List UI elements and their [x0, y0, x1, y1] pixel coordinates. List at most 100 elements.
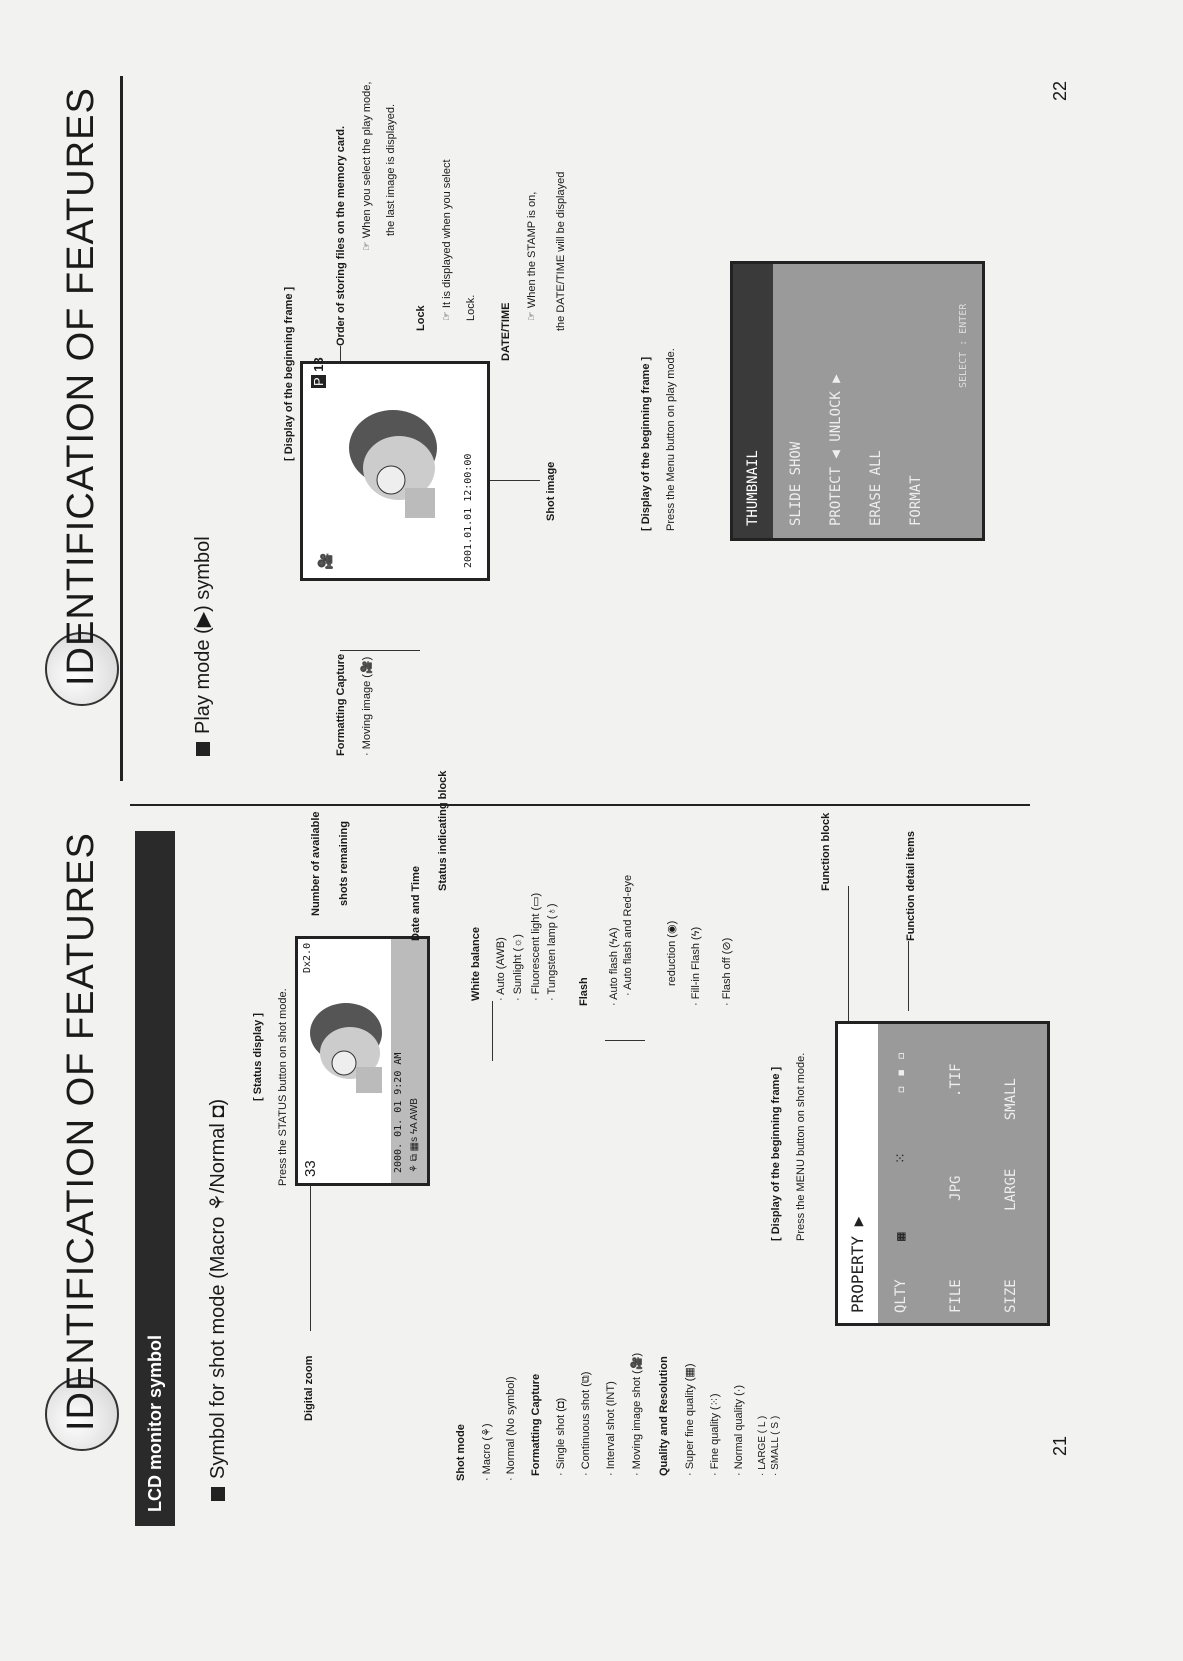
property-row-qlty[interactable]: QLTY ▦ ⁙ ▫ ▪ ▫: [893, 1052, 909, 1313]
quality-item-normal: · Normal quality (·): [733, 1384, 745, 1476]
formatting-capture-title: Formatting Capture: [530, 1373, 542, 1476]
callout-number-available-2: shots remaining: [338, 821, 350, 906]
page-divider: [130, 804, 1030, 806]
shot-image-label: Shot image: [545, 461, 557, 521]
page-title-left: IDENTIFICATION OF FEATURES: [60, 832, 102, 1431]
leader-function-detail: [908, 941, 909, 1011]
lcd-play-display: 🎥 P 13 2001.01.01 12:00:00: [300, 357, 490, 581]
wb-item-auto: · Auto (AWB): [495, 937, 507, 1001]
heading-shot-mode: Symbol for shot mode (Macro ⚘/Normal ◘): [205, 1099, 230, 1501]
formatting-item-single: · Single shot (◘): [555, 1397, 567, 1476]
property-row-size[interactable]: SIZE LARGE SMALL: [1003, 1078, 1019, 1313]
datetime-note-1: ☞ When the STAMP is on,: [526, 191, 538, 321]
datetime-note-2: the DATE/TIME will be displayed: [555, 171, 567, 331]
leader-order: [340, 346, 341, 361]
row-file-value-1[interactable]: JPG: [948, 1175, 964, 1201]
row-qlty-value-1[interactable]: ▦: [893, 1232, 909, 1241]
play-menu-item-protect[interactable]: PROTECT ◀ UNLOCK ▶: [828, 374, 844, 526]
leader-wb: [492, 1001, 493, 1061]
page-number-right: 22: [1050, 80, 1070, 101]
callout-function-detail: Function detail items: [905, 830, 917, 941]
play-menu-item-erase-all[interactable]: ERASE ALL: [868, 450, 884, 526]
leader-digital-zoom: [310, 1186, 311, 1331]
callout-date-time: Date and Time: [410, 866, 422, 941]
property-menu: PROPERTY ▶ QLTY ▦ ⁙ ▫ ▪ ▫ FILE JPG .TIF …: [835, 1021, 1050, 1326]
quality-item-small: · SMALL ( S ): [770, 1415, 781, 1476]
lcd-datetime: 2000. 01. 01 9:20 AM: [393, 1052, 404, 1173]
lock-note-1: ☞ It is displayed when you select: [441, 159, 453, 322]
row-size-value-1[interactable]: LARGE: [1003, 1168, 1019, 1211]
lcd-play-counter: P 13: [311, 348, 326, 388]
lcd-play-num: 13: [311, 357, 326, 372]
play-menu: THUMBNAIL SLIDE SHOW PROTECT ◀ UNLOCK ▶ …: [730, 261, 985, 541]
white-balance-title: White balance: [470, 927, 482, 1001]
heading-play-mode-text: Play mode (▶) symbol: [192, 536, 214, 734]
lcd-status-icons: ⚘ ⧉ ▦s ϟA AWB: [409, 1098, 420, 1173]
flash-title: Flash: [578, 977, 590, 1006]
play-menu-footer: SELECT : ENTER: [958, 303, 969, 388]
right-frame-title: [ Display of the beginning frame ]: [283, 286, 295, 461]
quality-item-large: · LARGE ( L ): [757, 1415, 768, 1476]
lcd-play-datetime: 2001.01.01 12:00:00: [463, 453, 474, 568]
flash-item-off: · Flash off (⊘): [721, 937, 733, 1006]
formatting-item-continuous: · Continuous shot (⧉): [580, 1371, 592, 1476]
right-formatting-capture: Formatting Capture: [335, 653, 347, 756]
play-menu-item-slide-show[interactable]: SLIDE SHOW: [788, 441, 804, 526]
row-qlty-label: QLTY: [893, 1279, 909, 1313]
right-menu-frame-title: [ Display of the beginning frame ]: [640, 356, 652, 531]
left-menu-frame-title: [ Display of the beginning frame ]: [770, 1066, 782, 1241]
heading-play-mode: Play mode (▶) symbol: [190, 536, 215, 756]
order-note-2: the last image is displayed.: [385, 103, 397, 236]
lcd-play-moving-icon: 🎥: [317, 552, 333, 570]
leader-formatting: [340, 650, 420, 651]
section-bar-lcd: LCD monitor symbol: [135, 831, 175, 1526]
quality-item-super-fine: · Super fine quality (▦): [684, 1363, 696, 1477]
heading-square-icon-right: [196, 742, 210, 756]
order-text: Order of storing files on the memory car…: [335, 125, 347, 346]
formatting-item-moving: · Moving image shot (🎥): [631, 1352, 643, 1476]
right-menu-frame-instruction: Press the Menu button on play mode.: [665, 348, 677, 531]
wb-item-fluorescent: · Fluorescent light (▭): [530, 892, 542, 1001]
quality-title: Quality and Resolution: [658, 1356, 670, 1476]
callout-function-block: Function block: [820, 812, 832, 891]
property-menu-header-text: PROPERTY ▶: [848, 1216, 867, 1313]
lcd-shot-count: 33: [302, 1160, 319, 1177]
lock-note-2: Lock.: [465, 294, 477, 321]
shot-mode-title: Shot mode: [455, 1424, 467, 1481]
play-menu-item-format[interactable]: FORMAT: [908, 475, 924, 526]
callout-digital-zoom: Digital zoom: [303, 1355, 315, 1421]
callout-number-available-1: Number of available: [310, 811, 322, 916]
lcd-play-illustration-icon: [349, 410, 437, 518]
lcd-zoom-value: Dx2.0: [302, 942, 313, 973]
play-menu-item-thumbnail[interactable]: THUMBNAIL: [733, 264, 773, 538]
leader-flash: [605, 1040, 645, 1041]
play-menu-item-thumbnail-label: THUMBNAIL: [745, 450, 761, 526]
leader-function-block: [848, 886, 849, 1021]
row-size-label: SIZE: [1003, 1279, 1019, 1313]
shot-mode-item-normal: · Normal (No symbol): [505, 1376, 517, 1481]
left-menu-frame-instruction: Press the MENU button on shot mode.: [795, 1052, 807, 1241]
right-title-rule: [120, 76, 123, 781]
row-qlty-value-3[interactable]: ▫ ▪ ▫: [893, 1051, 909, 1094]
right-moving-image: · Moving image (🎥): [361, 656, 373, 756]
lcd-status-strip: 2000. 01. 01 9:20 AM ⚘ ⧉ ▦s ϟA AWB: [391, 939, 427, 1183]
row-qlty-value-2[interactable]: ⁙: [893, 1152, 909, 1164]
order-note-1: ☞ When you select the play mode,: [361, 81, 373, 251]
callout-status-block: Status indicating block: [437, 770, 449, 891]
wb-item-tungsten: · Tungsten lamp (♁): [546, 903, 558, 1001]
lcd-play-badge: P: [311, 375, 326, 388]
formatting-item-interval: · Interval shot (INT): [605, 1381, 617, 1476]
flash-item-auto: · Auto flash (ϟA): [608, 927, 620, 1006]
row-file-label: FILE: [948, 1279, 964, 1313]
leader-shot-image: [490, 480, 540, 481]
flash-item-fill-in: · Fill-in Flash (ϟ): [690, 926, 702, 1006]
shot-mode-item-macro: · Macro (⚘): [481, 1423, 493, 1481]
flash-item-redeye: · Auto flash and Red-eye: [622, 874, 634, 996]
lock-title: Lock: [415, 305, 427, 331]
property-row-file[interactable]: FILE JPG .TIF: [948, 1063, 964, 1313]
flash-item-redeye-2: reduction (◉): [666, 920, 678, 986]
quality-item-fine: · Fine quality (⁙): [709, 1393, 721, 1476]
row-size-value-2[interactable]: SMALL: [1003, 1078, 1019, 1121]
row-file-value-2[interactable]: .TIF: [948, 1063, 964, 1098]
